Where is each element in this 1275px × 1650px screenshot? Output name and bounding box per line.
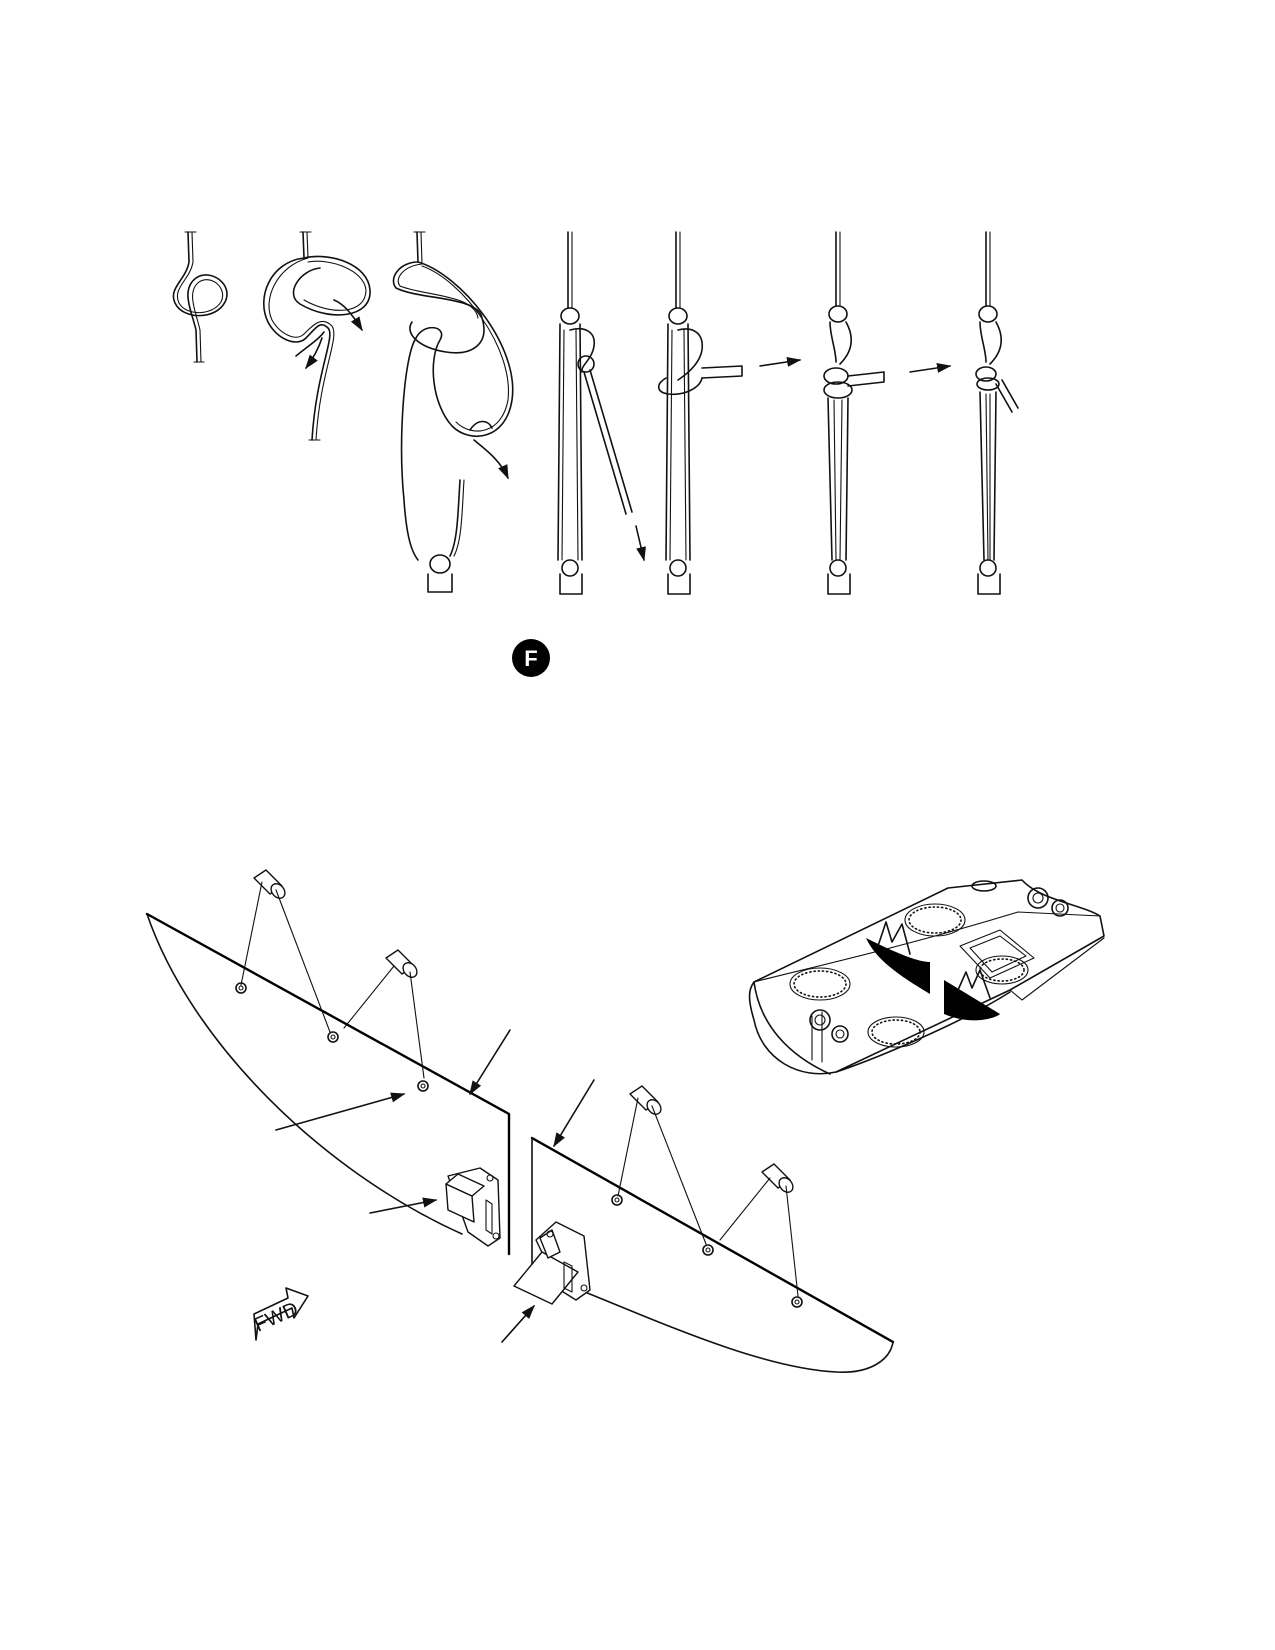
panel-assembly: FWD <box>145 869 895 1373</box>
inset-hatch-2 <box>793 970 847 998</box>
inset-grommets <box>809 880 1069 1043</box>
knot-step-1 <box>172 231 228 363</box>
figure-callout-badge: F <box>512 639 550 677</box>
locator-inset <box>748 879 1105 1075</box>
right-grommet-2 <box>702 1244 714 1256</box>
right-cylinder-2 <box>761 1163 794 1193</box>
right-grommet-1 <box>611 1194 623 1206</box>
left-grommet-1 <box>235 982 247 994</box>
inset-left-panel-highlight <box>866 938 930 994</box>
left-grommet-3 <box>417 1080 429 1092</box>
left-cylinder-2 <box>385 949 418 978</box>
knot-sequence <box>172 231 1019 595</box>
inset-hatch-4 <box>979 958 1025 982</box>
callout-badge-icon <box>512 639 550 677</box>
right-panel <box>501 1079 895 1373</box>
inset-hatch-1 <box>908 906 962 934</box>
knot-step-5 <box>657 231 802 595</box>
inset-hatch-3 <box>871 1019 921 1045</box>
left-panel <box>145 869 511 1256</box>
fwd-arrow-icon: FWD <box>251 1287 309 1341</box>
left-cylinder-1 <box>253 869 286 899</box>
right-hinge-bracket <box>513 1221 591 1305</box>
right-grommet-3 <box>791 1296 803 1308</box>
knot-step-2 <box>263 231 371 441</box>
knot-step-4 <box>557 231 646 595</box>
knot-step-3 <box>392 231 514 593</box>
right-cylinder-1 <box>629 1085 662 1115</box>
left-hinge-bracket <box>445 1167 501 1247</box>
knot-step-7 <box>975 231 1019 595</box>
figure-label: F <box>524 646 537 671</box>
knot-step-6 <box>823 231 952 595</box>
left-grommet-2 <box>327 1031 339 1043</box>
